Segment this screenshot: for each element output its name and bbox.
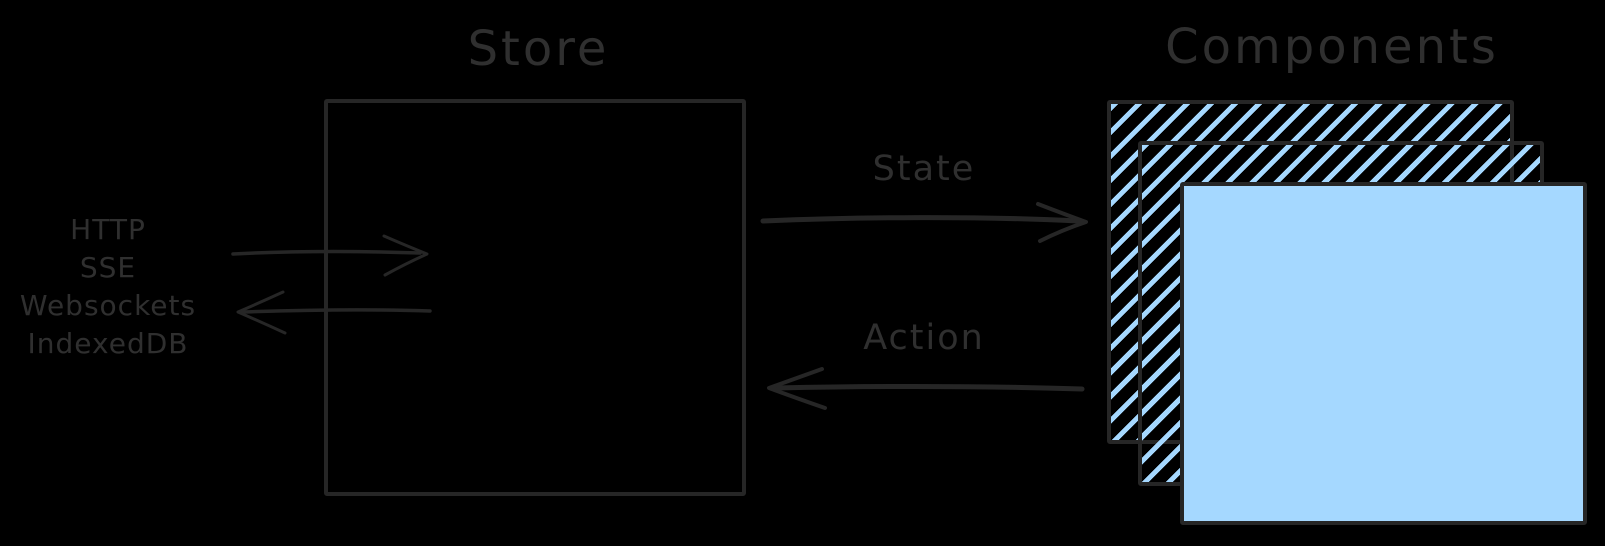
datasource-websockets: Websockets [19,289,197,322]
datasource-sse: SSE [79,251,137,284]
store-title: Store [467,21,610,77]
datasource-http: HTTP [70,213,146,246]
action-label: Action [863,318,985,358]
components-title: Components [1165,19,1499,75]
state-label: State [872,149,976,189]
state-arrow [760,202,1088,243]
datasource-indexeddb: IndexedDB [27,327,189,360]
component-card-front [1180,182,1587,525]
action-arrow [767,367,1085,410]
store-box [324,99,746,496]
datasource-list: HTTP SSE Websockets IndexedDB [8,211,208,363]
